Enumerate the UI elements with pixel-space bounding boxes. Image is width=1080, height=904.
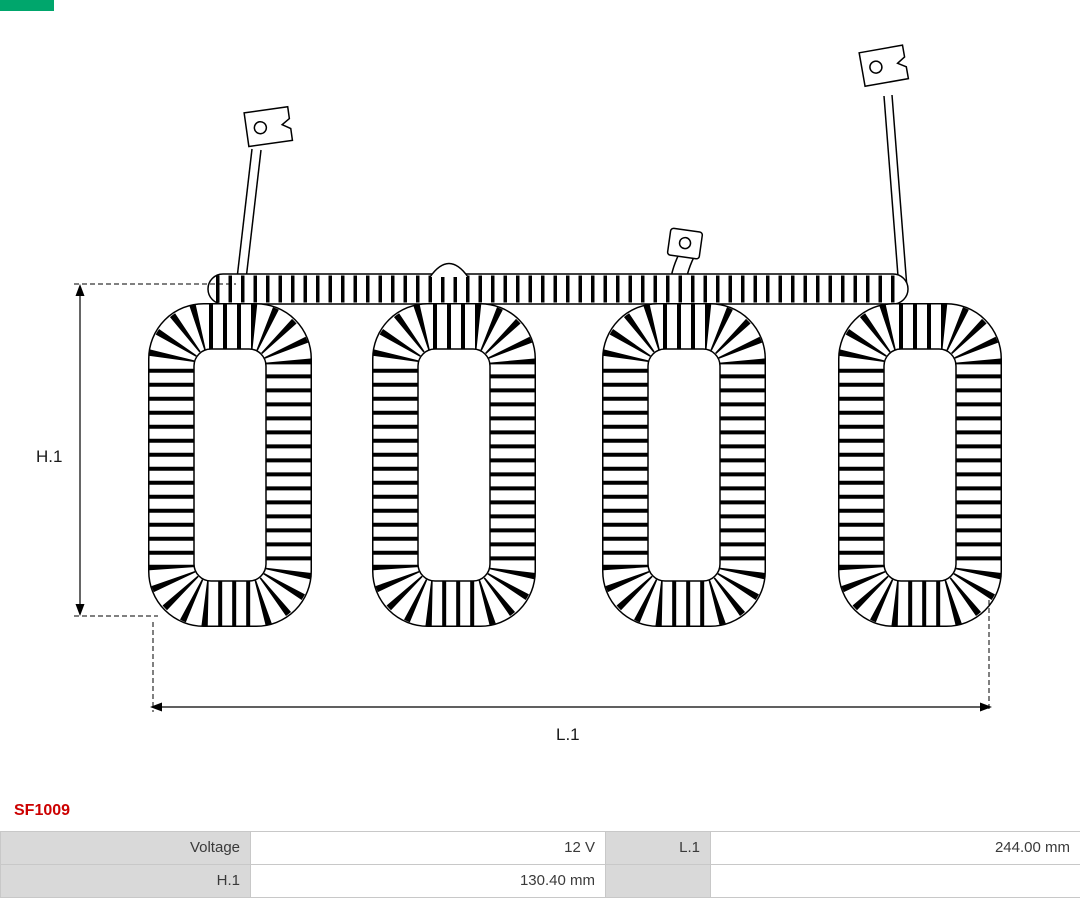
field-coil-diagram: H.1 L.1: [36, 44, 1080, 744]
left-spade-terminal: [243, 105, 294, 148]
right-terminal-wire: [883, 94, 908, 290]
spec-label-voltage: Voltage: [1, 832, 251, 865]
spec-value-l1: 244.00 mm: [711, 832, 1080, 865]
spec-label-h1: H.1: [1, 865, 251, 898]
coil-winding-4: [839, 304, 1002, 627]
spec-label-empty: [606, 865, 711, 898]
coil-bus-tube: [207, 262, 909, 305]
coil-winding-2: [373, 304, 536, 627]
arrowhead-up: [75, 284, 85, 296]
l1-dimension: L.1: [150, 600, 992, 744]
arrowhead-down: [75, 604, 85, 616]
bus-crossover-bump: [429, 262, 469, 278]
right-spade-terminal: [858, 44, 910, 88]
left-terminal-wire: [235, 148, 262, 289]
spec-value-voltage: 12 V: [251, 832, 606, 865]
spec-value-empty: [711, 865, 1080, 898]
arrowhead-right: [980, 702, 992, 712]
brand-logo-fragment: [0, 0, 54, 11]
spec-value-h1: 130.40 mm: [251, 865, 606, 898]
h1-dimension: H.1: [36, 283, 236, 617]
coil-winding-3: [603, 304, 766, 627]
l1-dimension-label: L.1: [556, 725, 580, 744]
h1-dimension-label: H.1: [36, 447, 62, 466]
arrowhead-left: [150, 702, 162, 712]
product-code: SF1009: [14, 802, 71, 819]
middle-tab-terminal: [666, 227, 704, 260]
spec-label-l1: L.1: [606, 832, 711, 865]
spec-table: Voltage 12 V L.1 244.00 mm H.1 130.40 mm: [0, 831, 1080, 898]
coil-winding-1: [149, 304, 312, 627]
